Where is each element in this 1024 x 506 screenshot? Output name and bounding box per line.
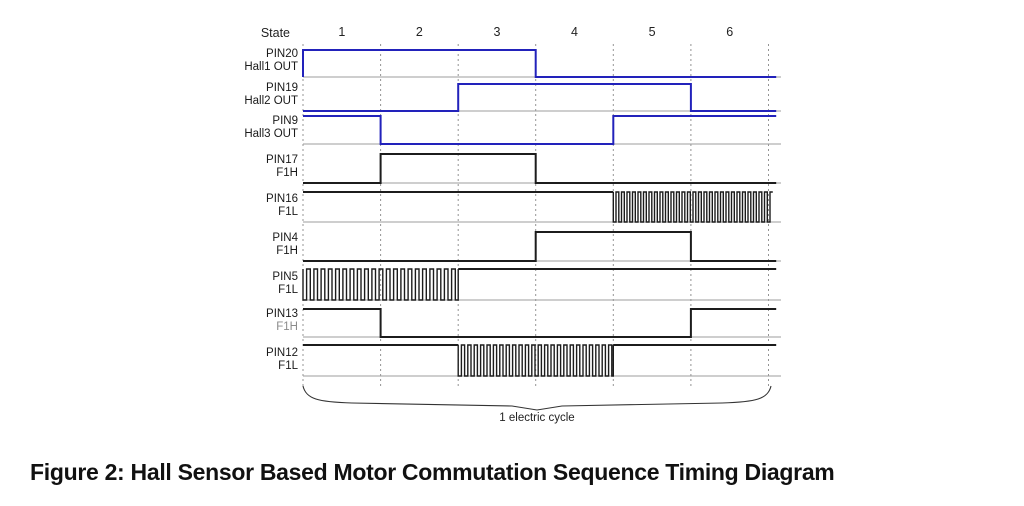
pin16-pwm-burst bbox=[612, 191, 773, 223]
figure-caption: Figure 2: Hall Sensor Based Motor Commut… bbox=[30, 459, 835, 485]
state-number-1: 1 bbox=[338, 25, 346, 39]
state-number-5: 5 bbox=[648, 25, 656, 39]
signal-function: F1H bbox=[276, 320, 298, 333]
electric-cycle-brace bbox=[302, 385, 772, 411]
pin-name: PIN20 bbox=[266, 48, 298, 60]
timing-diagram-svg bbox=[302, 44, 781, 411]
pin9-waveform bbox=[303, 115, 777, 145]
signal-function: F1L bbox=[278, 205, 298, 218]
pin-name: PIN16 bbox=[266, 193, 298, 205]
signal-function: F1L bbox=[278, 283, 298, 296]
pin12-pwm-burst bbox=[457, 344, 614, 377]
signal-function: Hall2 OUT bbox=[244, 94, 298, 107]
pin-name: PIN13 bbox=[266, 308, 298, 320]
pin-name: PIN17 bbox=[266, 154, 298, 166]
pin19-waveform bbox=[303, 83, 777, 112]
state-number-6: 6 bbox=[726, 25, 734, 39]
signal-function: Hall3 OUT bbox=[244, 127, 298, 140]
pin-name: PIN19 bbox=[266, 82, 298, 94]
pin-name: PIN4 bbox=[272, 232, 298, 244]
state-number-4: 4 bbox=[571, 25, 578, 39]
electric-cycle-label: 1 electric cycle bbox=[499, 412, 575, 424]
pin-name: PIN12 bbox=[266, 347, 298, 359]
pin20-waveform bbox=[302, 49, 777, 78]
pin-name: PIN9 bbox=[272, 115, 298, 127]
signal-function: F1H bbox=[276, 244, 298, 257]
signal-function: F1L bbox=[278, 359, 298, 372]
pin13-waveform bbox=[303, 308, 777, 338]
state-axis-title: State bbox=[260, 26, 290, 40]
pin17-waveform bbox=[303, 153, 777, 184]
pin-name: PIN5 bbox=[272, 271, 298, 283]
signal-function: F1H bbox=[276, 166, 298, 179]
signal-function: Hall1 OUT bbox=[244, 60, 298, 73]
state-number-3: 3 bbox=[493, 25, 501, 39]
pin4-waveform bbox=[303, 231, 777, 262]
state-number-2: 2 bbox=[415, 25, 423, 39]
pin5-pwm-burst bbox=[302, 268, 459, 301]
